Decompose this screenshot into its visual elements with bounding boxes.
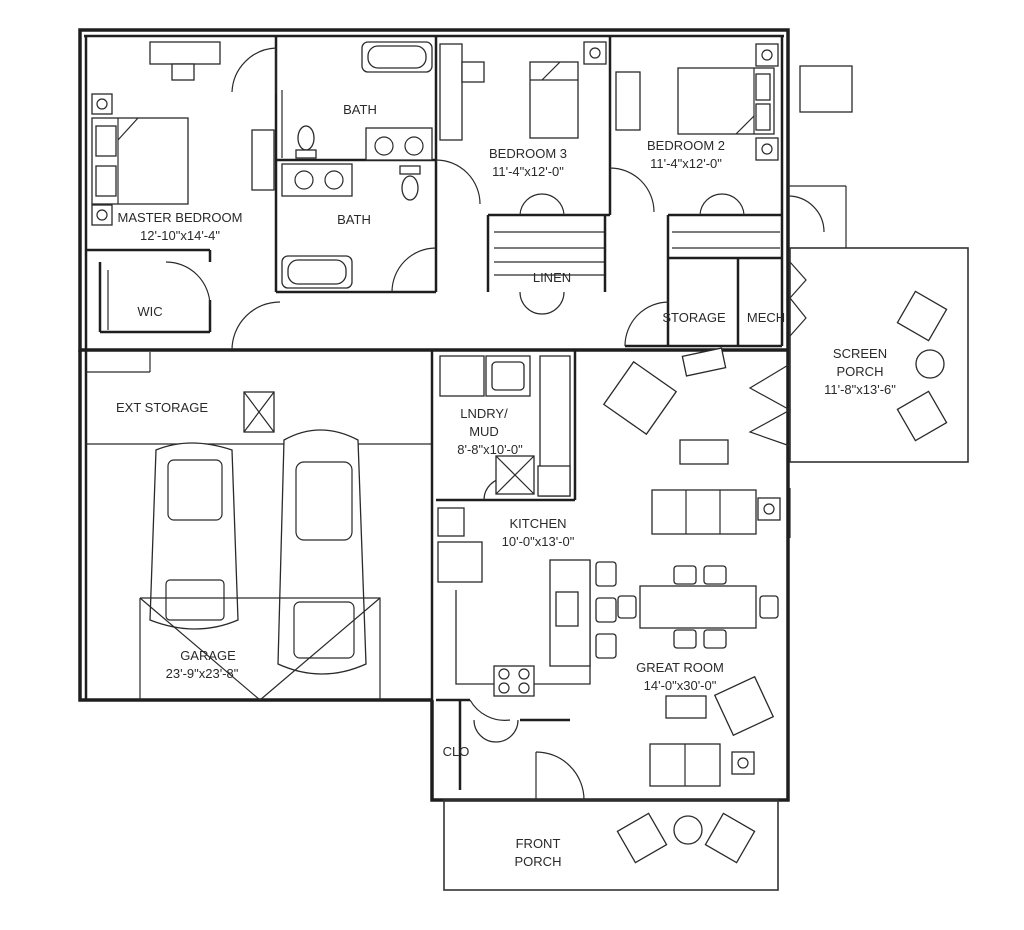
label-great-room: GREAT ROOM (636, 660, 724, 675)
size-great-room: 14'-0"x30'-0" (644, 678, 717, 693)
label-master-bedroom: MASTER BEDROOM (118, 210, 243, 225)
size-laundry: 8'-8"x10'-0" (457, 442, 523, 457)
screen-porch (788, 65, 969, 463)
label-kitchen: KITCHEN (509, 516, 566, 531)
size-bedroom-3: 11'-4"x12'-0" (492, 164, 564, 179)
label-laundry-2: MUD (469, 424, 499, 439)
size-kitchen: 10'-0"x13'-0" (502, 534, 575, 549)
label-garage: GARAGE (180, 648, 236, 663)
fixtures (91, 41, 781, 787)
size-master-bedroom: 12'-10"x14'-4" (140, 228, 220, 243)
size-screen-porch: 11'-8"x13'-6" (824, 382, 896, 397)
label-bath-lower: BATH (337, 212, 371, 227)
label-screen-porch-2: PORCH (837, 364, 884, 379)
label-clo: CLO (443, 744, 470, 759)
label-ext-storage: EXT STORAGE (116, 400, 208, 415)
label-bath-upper: BATH (343, 102, 377, 117)
label-screen-porch-1: SCREEN (833, 346, 887, 361)
label-bedroom-3: BEDROOM 3 (489, 146, 567, 161)
label-bedroom-2: BEDROOM 2 (647, 138, 725, 153)
garage-cars (139, 429, 381, 701)
label-front-porch-2: PORCH (515, 854, 562, 869)
size-bedroom-2: 11'-4"x12'-0" (650, 156, 722, 171)
size-garage: 23'-9"x23'-8" (166, 666, 239, 681)
label-storage: STORAGE (662, 310, 726, 325)
label-mech: MECH (747, 310, 785, 325)
label-wic: WIC (137, 304, 162, 319)
room-labels: MASTER BEDROOM 12'-10"x14'-4" BATH BATH … (116, 102, 896, 869)
doors (165, 47, 825, 801)
front-porch (443, 799, 779, 891)
label-front-porch-1: FRONT (516, 836, 561, 851)
label-linen: LINEN (533, 270, 571, 285)
label-laundry-1: LNDRY/ (460, 406, 508, 421)
